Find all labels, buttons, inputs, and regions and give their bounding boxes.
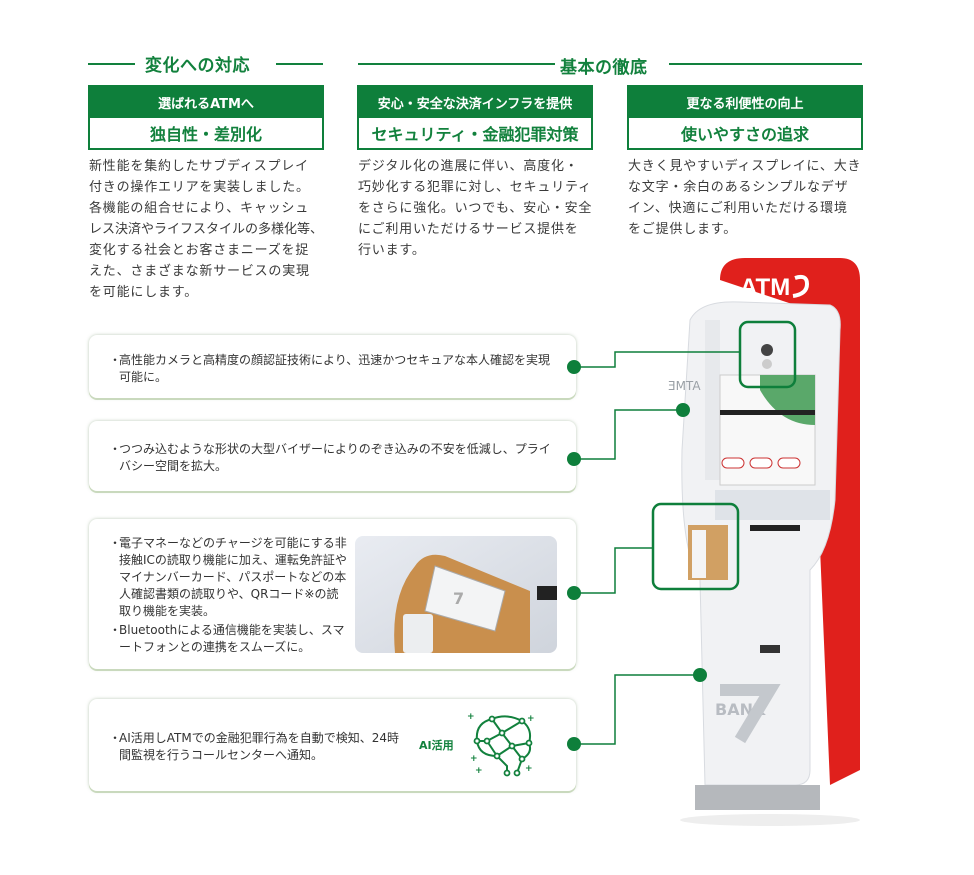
body-line: 変化する社会とお客さまニーズを捉 [89, 243, 310, 258]
callout-dot [567, 586, 581, 600]
section-rule-left [276, 63, 323, 65]
body-line: 大きく見やすいディスプレイに、大き [628, 159, 862, 174]
svg-text:+: + [467, 712, 475, 722]
card-body-usability: 大きく見やすいディスプレイに、大き な文字・余白のあるシンプルなデザ イン、快適… [628, 156, 870, 240]
card-body-differentiation: 新性能を集約したサブディスプレイ 付きの操作エリアを実装しました。 各機能の組合… [89, 156, 331, 303]
visor-marker-dot [676, 403, 690, 417]
body-line: 新性能を集約したサブディスプレイ [89, 159, 309, 174]
body-line: をさらに強化。いつでも、安心・安全 [358, 201, 593, 216]
svg-text:+: + [475, 766, 483, 776]
section-rule-left [88, 63, 135, 65]
body-line: えた、さまざまな新サービスの実現 [89, 264, 310, 279]
card-header: 選ばれるATMへ [90, 87, 322, 118]
callout-face-recognition: 高性能カメラと高精度の顔認証技術により、迅速かつセキュアな本人確認を実現可能に。 [89, 335, 576, 398]
reader-highlight-box [651, 502, 740, 591]
card-subtitle: 独自性・差別化 [149, 125, 262, 144]
callout-text: つつみ込むような形状の大型バイザーによりのぞき込みの不安を低減し、プライバシー空… [107, 441, 558, 475]
body-line: をご提供します。 [628, 222, 738, 237]
callout-visor: つつみ込むような形状の大型バイザーによりのぞき込みの不安を低減し、プライバシー空… [89, 421, 576, 491]
callout-ai: AI活用しATMでの金融犯罪行為を自動で検知、24時間監視を行うコールセンターへ… [89, 699, 576, 791]
body-line: を可能にします。 [89, 285, 199, 300]
body-line: 付きの操作エリアを実装しました。 [89, 180, 310, 195]
callout-dot [567, 360, 581, 374]
section-title-basics: 基本の徹底 [560, 58, 648, 78]
callout-text: 高性能カメラと高精度の顔認証技術により、迅速かつセキュアな本人確認を実現可能に。 [107, 352, 558, 386]
svg-text:+: + [525, 764, 533, 774]
svg-text:+: + [527, 714, 535, 724]
section-title-change: 変化への対応 [145, 56, 250, 76]
body-line: デジタル化の進展に伴い、高度化・ [358, 159, 579, 174]
section-rule-right [358, 63, 555, 65]
callout-text: 電子マネーなどのチャージを可能にする非接触ICの読取り機能に加え、運転免許証やマ… [107, 535, 347, 620]
card-subtitle: セキュリティ・金融犯罪対策 [371, 125, 579, 144]
card-usability: 更なる利便性の向上 使いやすさの追求 [627, 85, 863, 150]
card-subtitle: 使いやすさの追求 [680, 125, 809, 144]
ai-brain-icon: + + + + + [467, 712, 535, 777]
card-security: 安心・安全な決済インフラを提供 セキュリティ・金融犯罪対策 [357, 85, 593, 150]
body-line: 行います。 [358, 243, 426, 258]
svg-text:+: + [470, 754, 478, 764]
callout-text: AI活用しATMでの金融犯罪行為を自動で検知、24時間監視を行うコールセンターへ… [107, 730, 407, 764]
reader-photo: 7 [355, 536, 557, 653]
ai-badge-label: AI活用 [419, 739, 454, 752]
card-differentiation: 選ばれるATMへ 独自性・差別化 [88, 85, 324, 150]
card-body-security: デジタル化の進展に伴い、高度化・ 巧妙化する犯罪に対し、セキュリティ をさらに強… [358, 156, 600, 261]
body-line: 各機能の組合せにより、キャッシュ [89, 201, 310, 216]
atm-side-logo: ƎMTA [668, 379, 701, 393]
callout-dot [567, 737, 581, 751]
card-header: 安心・安全な決済インフラを提供 [359, 87, 591, 118]
atm-sign: ATM [740, 274, 790, 301]
callout-text: Bluetoothによる通信機能を実装し、スマートフォンとの連携をスムーズに。 [107, 622, 347, 656]
body-line: な文字・余白のあるシンプルなデザ [628, 180, 849, 195]
callout-reader: 電子マネーなどのチャージを可能にする非接触ICの読取り機能に加え、運転免許証やマ… [89, 519, 576, 669]
card-header: 更なる利便性の向上 [629, 87, 861, 118]
body-line: にご利用いただけるサービス提供を [358, 222, 579, 237]
body-line: 巧妙化する犯罪に対し、セキュリティ [358, 180, 592, 195]
svg-text:7: 7 [453, 589, 464, 608]
section-rule-right [669, 63, 862, 65]
callout-dot [567, 452, 581, 466]
body-line: レス決済やライフスタイルの多様化等、 [89, 222, 324, 237]
body-line: イン、快適にご利用いただける環境 [628, 201, 848, 216]
ai-marker-dot [693, 668, 707, 682]
atm-illustration: ATM ƎMTA BANK [668, 258, 860, 826]
camera-highlight-box [738, 320, 797, 389]
